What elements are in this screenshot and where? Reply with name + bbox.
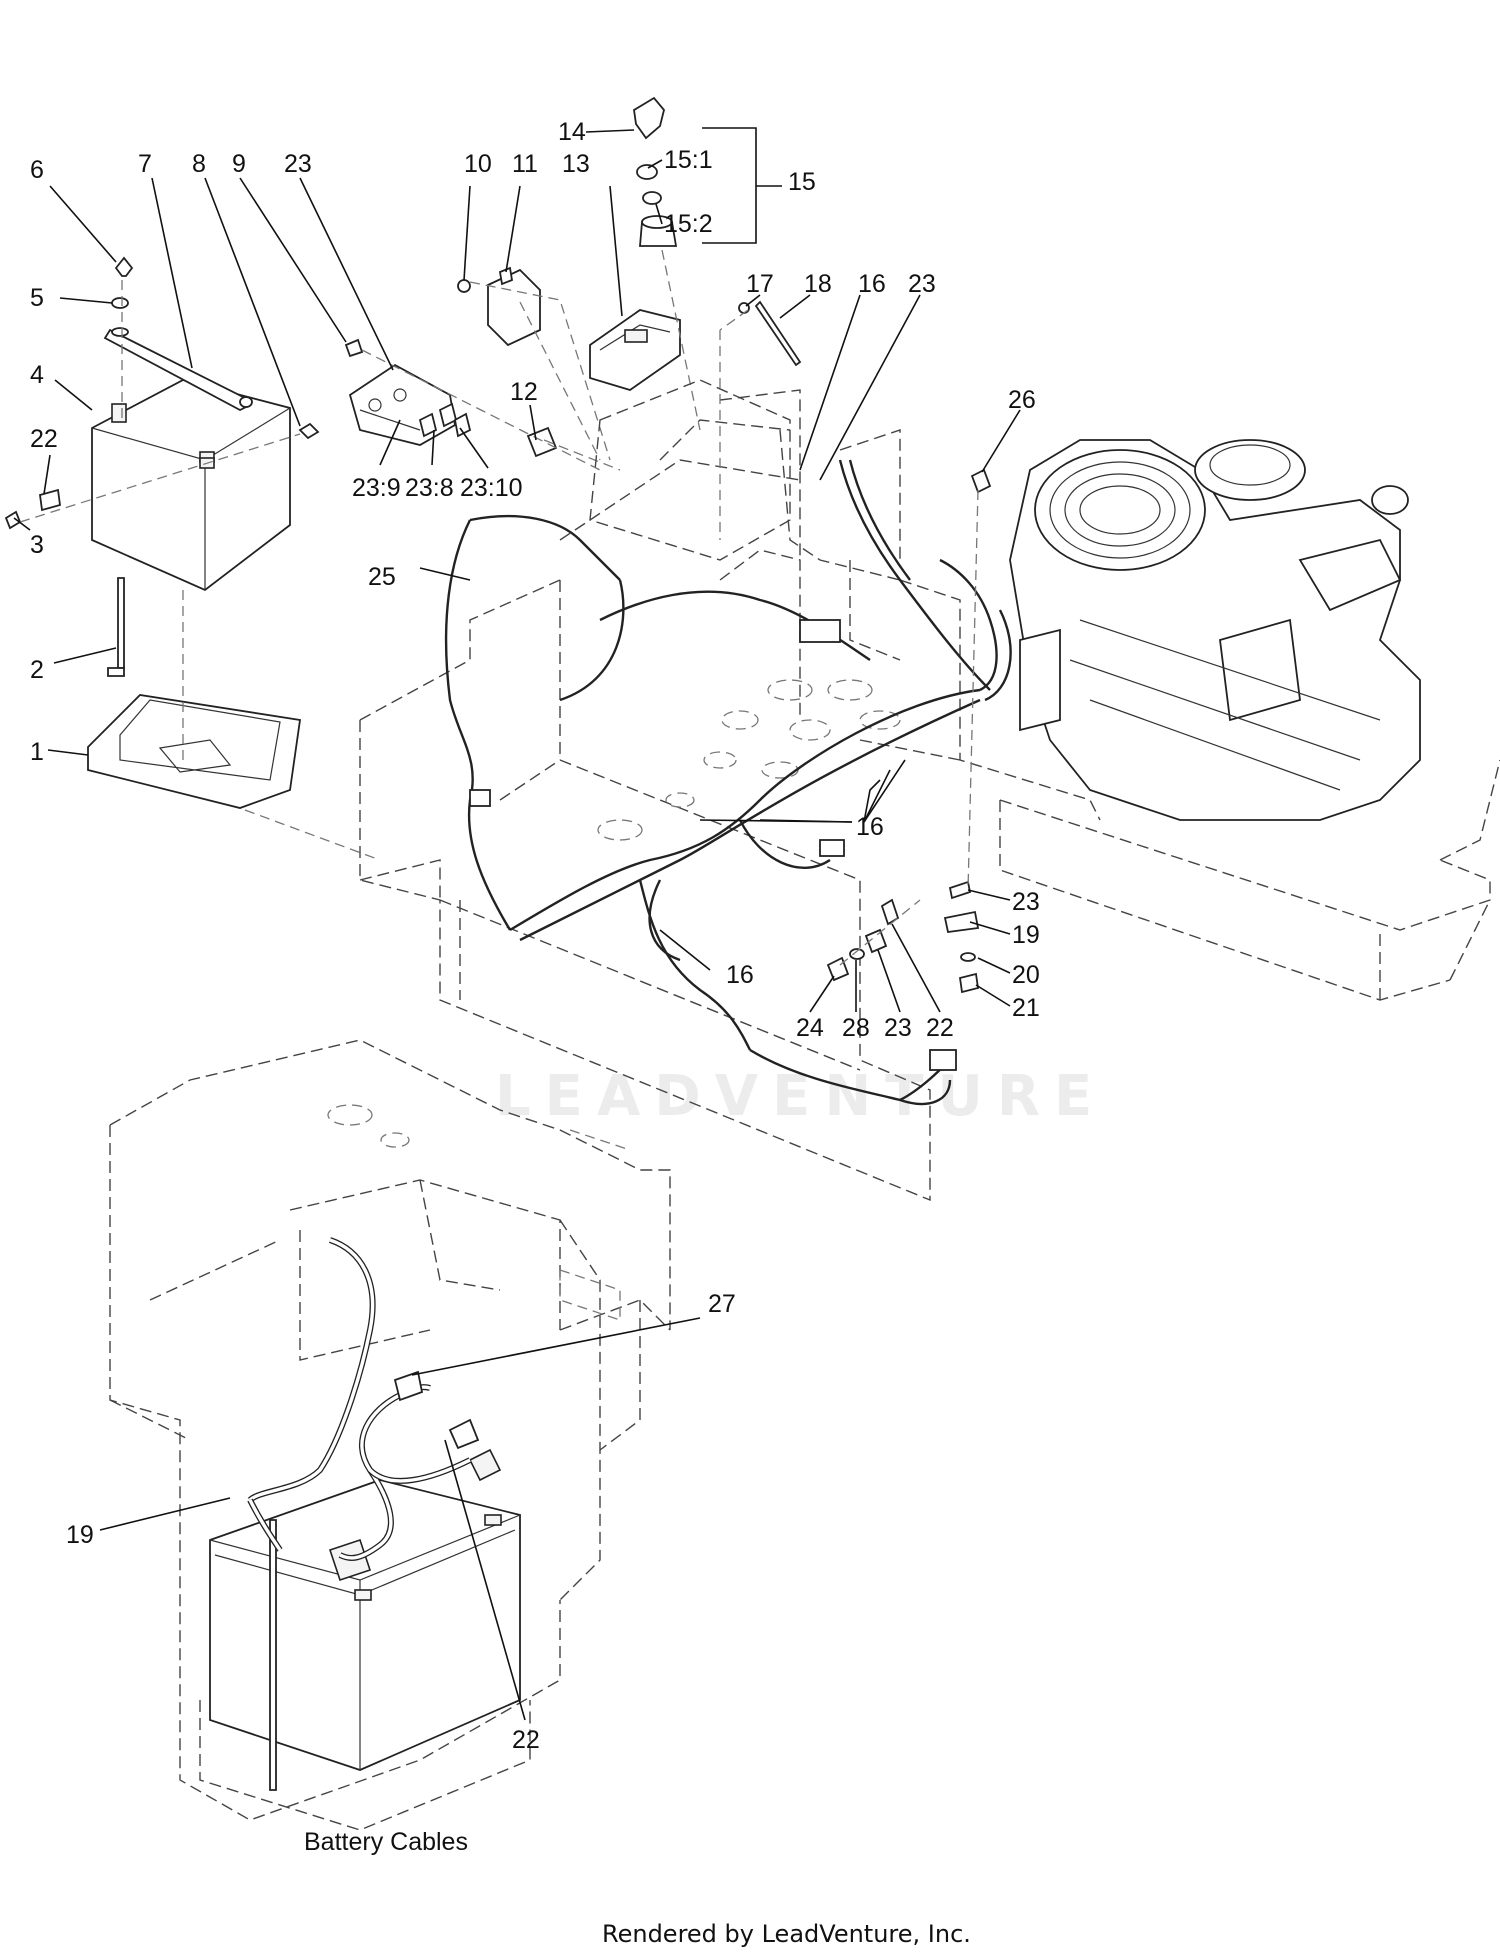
callout-10: 10 bbox=[464, 150, 492, 178]
inset-caption: Battery Cables bbox=[304, 1828, 468, 1856]
relay bbox=[487, 268, 541, 347]
callout-27: 27 bbox=[708, 1290, 736, 1318]
washer-28 bbox=[849, 948, 865, 960]
terminal-22-mid bbox=[880, 898, 900, 926]
callout-16-mid: 16 bbox=[856, 813, 884, 841]
callout-16-top: 16 bbox=[858, 270, 886, 298]
callout-16-lower: 16 bbox=[726, 961, 754, 989]
callout-23-top-right: 23 bbox=[908, 270, 936, 298]
ignition-key bbox=[633, 96, 665, 140]
connector-26 bbox=[970, 468, 992, 494]
washer bbox=[111, 297, 129, 309]
terminal-23-right bbox=[948, 880, 972, 900]
callout-7: 7 bbox=[138, 150, 152, 178]
callout-25: 25 bbox=[368, 563, 396, 591]
callout-24: 24 bbox=[796, 1014, 824, 1042]
callout-labels: 6 5 4 22 3 2 1 7 8 9 23 10 11 13 14 15:1… bbox=[30, 118, 1040, 1754]
pin-18 bbox=[754, 300, 802, 367]
callout-11: 11 bbox=[512, 150, 538, 178]
bar-end bbox=[239, 396, 253, 408]
inset-battery bbox=[199, 1448, 531, 1831]
callout-15-2: 15:2 bbox=[664, 210, 713, 238]
washer-20 bbox=[960, 952, 976, 962]
callout-23-right: 23 bbox=[1012, 888, 1040, 916]
washer-lower bbox=[111, 327, 129, 337]
callout-23-low: 23 bbox=[884, 1014, 912, 1042]
callout-28: 28 bbox=[842, 1014, 870, 1042]
rod-hook bbox=[107, 667, 125, 677]
callout-13: 13 bbox=[562, 150, 590, 178]
battery-bolt bbox=[298, 422, 320, 440]
watermark-text: LEADVENTURE bbox=[495, 1064, 1106, 1129]
callout-4: 4 bbox=[30, 361, 44, 389]
callout-12: 12 bbox=[510, 378, 538, 406]
callout-23-8: 23:8 bbox=[405, 474, 454, 502]
callout-17: 17 bbox=[746, 270, 774, 298]
terminal-23-mid bbox=[864, 928, 888, 954]
terminal-19-right bbox=[943, 910, 980, 934]
switch-top bbox=[641, 215, 673, 229]
screw-10 bbox=[457, 279, 471, 293]
screw-9 bbox=[344, 338, 364, 358]
callout-19-right: 19 bbox=[1012, 921, 1040, 949]
battery-tray bbox=[87, 694, 302, 809]
relay-bracket bbox=[348, 363, 472, 446]
footer-credit: Rendered by LeadVenture, Inc. bbox=[602, 1920, 971, 1948]
hold-down-rod bbox=[117, 577, 125, 669]
callout-18: 18 bbox=[804, 270, 832, 298]
callout-22-low: 22 bbox=[926, 1014, 954, 1042]
callout-15: 15 bbox=[788, 168, 816, 196]
callout-23-10: 23:10 bbox=[460, 474, 523, 502]
spacer bbox=[526, 426, 558, 458]
callout-19-inset: 19 bbox=[66, 1521, 94, 1549]
callout-22-left: 22 bbox=[30, 425, 58, 453]
terminal-bolt bbox=[39, 488, 61, 512]
callout-8: 8 bbox=[192, 150, 206, 178]
callout-14: 14 bbox=[558, 118, 586, 146]
callout-23-9: 23:9 bbox=[352, 474, 401, 502]
callout-26: 26 bbox=[1008, 386, 1036, 414]
wing-nut bbox=[114, 256, 134, 277]
callout-20: 20 bbox=[1012, 961, 1040, 989]
assembly-lines bbox=[19, 249, 979, 966]
callout-21: 21 bbox=[1012, 994, 1040, 1022]
wire-harness bbox=[444, 459, 1012, 1106]
callout-2: 2 bbox=[30, 656, 44, 684]
inset-cables bbox=[247, 1237, 480, 1561]
engine bbox=[1009, 439, 1421, 821]
dash-panel bbox=[589, 379, 791, 561]
callout-15-1: 15:1 bbox=[664, 146, 713, 174]
switch-nut bbox=[636, 164, 658, 180]
nut-21 bbox=[958, 972, 980, 994]
callout-6: 6 bbox=[30, 156, 44, 184]
battery-cables-inset bbox=[109, 1039, 671, 1821]
callout-5: 5 bbox=[30, 284, 44, 312]
bolt-24 bbox=[826, 956, 850, 982]
switch-washer bbox=[642, 191, 662, 205]
callout-22-inset: 22 bbox=[512, 1726, 540, 1754]
leader-lines bbox=[13, 127, 1021, 1721]
control-module bbox=[589, 309, 681, 391]
callout-23-top-left: 23 bbox=[284, 150, 312, 178]
callout-9: 9 bbox=[232, 150, 246, 178]
callout-3: 3 bbox=[30, 531, 44, 559]
callout-1: 1 bbox=[30, 738, 44, 766]
